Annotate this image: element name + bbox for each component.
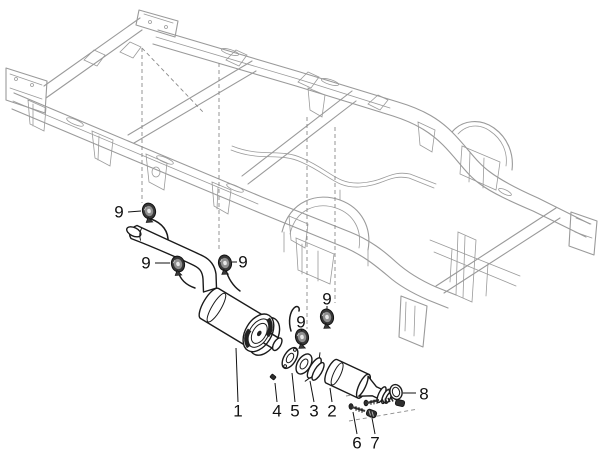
flange-ring-3 <box>295 353 313 375</box>
callout-label-7: 7 <box>370 434 379 453</box>
muffler <box>198 287 283 356</box>
callout-leader-line <box>274 382 278 403</box>
callout-leader-line <box>235 347 239 403</box>
callout-label-9: 9 <box>296 313 305 332</box>
catalytic-converter <box>324 358 393 405</box>
chassis-frame <box>5 9 598 348</box>
callout-leader-line <box>371 417 376 435</box>
callout-label-9: 9 <box>114 203 123 222</box>
near-rail <box>13 92 457 296</box>
callout-label-9: 9 <box>322 290 331 309</box>
callout-label-3: 3 <box>309 402 318 421</box>
bolt-4 <box>269 373 277 381</box>
hanger-brackets <box>27 87 477 303</box>
bolt-kit-upper <box>363 397 406 407</box>
callout-label-6: 6 <box>352 434 361 453</box>
tail-pipe <box>126 224 218 293</box>
callout-label-9: 9 <box>238 253 247 272</box>
bolt-kit-lower <box>348 403 378 419</box>
callout-leader-line <box>127 210 142 213</box>
rear-end-bracket <box>568 211 598 256</box>
body-mount-tabs <box>83 41 389 111</box>
callout-label-1: 1 <box>233 402 242 421</box>
rubber-mount <box>318 307 337 331</box>
rubber-mount <box>216 253 235 277</box>
exhaust-assembly <box>126 218 406 419</box>
callout-label-4: 4 <box>272 402 281 421</box>
rear-lower-bracket <box>398 295 428 348</box>
pipe-open-end <box>126 226 142 238</box>
callout-leader-line <box>300 328 303 332</box>
rail-slots <box>66 48 512 196</box>
callout-label-8: 8 <box>419 385 428 404</box>
callout-label-2: 2 <box>327 402 336 421</box>
front-bracket-near <box>5 67 48 114</box>
callout-leader-line <box>352 411 358 435</box>
center-tube <box>231 145 437 185</box>
gasket-5 <box>281 346 299 370</box>
front-bracket-far <box>135 9 179 38</box>
far-rail-arch <box>451 121 513 191</box>
callout-label-9: 9 <box>141 254 150 273</box>
callout-label-5: 5 <box>290 402 299 421</box>
far-rail-lower <box>152 43 587 238</box>
far-rail <box>157 29 591 225</box>
callout-leader-line <box>309 380 315 403</box>
near-rail-lower <box>11 108 449 309</box>
callout-leader-line <box>291 372 296 403</box>
near-rail-arch <box>281 189 370 285</box>
callout-leader-line <box>329 387 333 403</box>
converter-inlet-flange <box>304 352 325 382</box>
